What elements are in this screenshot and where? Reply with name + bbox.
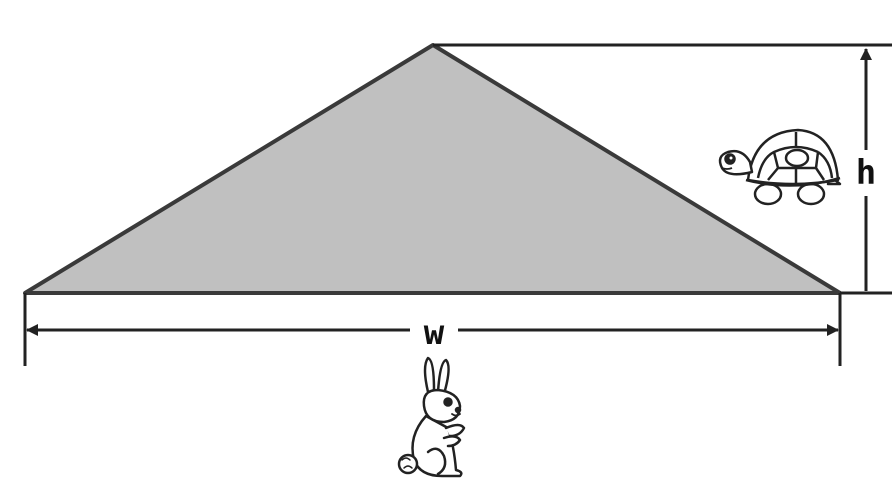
width-label: w [424, 313, 445, 353]
triangle-shape [23, 43, 842, 295]
rabbit-icon [397, 356, 466, 478]
tortoise-icon [718, 128, 842, 206]
height-label: h [856, 153, 876, 193]
